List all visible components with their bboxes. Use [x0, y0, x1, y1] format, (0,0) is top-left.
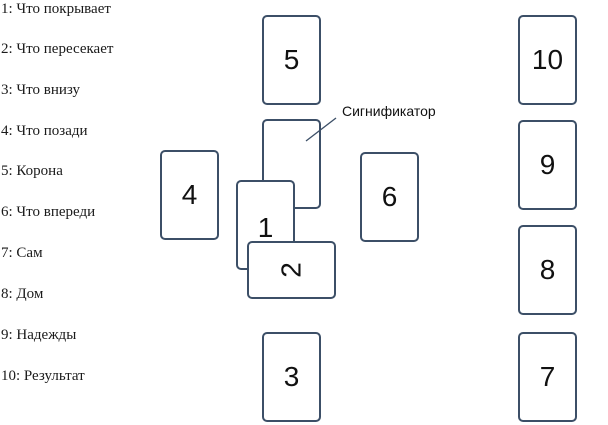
legend-item-4: 4: Что позади: [1, 123, 88, 139]
legend-item-10: 10: Результат: [1, 368, 85, 384]
card-2: 2: [247, 241, 336, 299]
card-3: 3: [262, 332, 321, 422]
card-10: 10: [518, 15, 577, 105]
card-7: 7: [518, 332, 577, 422]
card-5-number: 5: [283, 44, 300, 75]
legend-item-5: 5: Корона: [1, 163, 63, 179]
card-2-number: 2: [275, 262, 307, 278]
legend-item-6: 6: Что впереди: [1, 204, 96, 220]
card-6-number: 6: [381, 181, 398, 212]
card-5: 5: [262, 15, 321, 105]
legend-item-7: 7: Сам: [1, 245, 43, 261]
card-1-number: 1: [257, 212, 274, 243]
card-8: 8: [518, 225, 577, 315]
card-10-number: 10: [531, 44, 564, 75]
legend-item-8: 8: Дом: [1, 286, 44, 302]
legend-item-9: 9: Надежды: [1, 327, 77, 343]
signifier-label: Сигнификатор: [342, 103, 436, 119]
card-6: 6: [360, 152, 419, 242]
card-8-number: 8: [539, 254, 556, 285]
card-7-number: 7: [539, 361, 556, 392]
card-4: 4: [160, 150, 219, 240]
legend-item-2: 2: Что пересекает: [1, 41, 114, 57]
card-4-number: 4: [181, 179, 198, 210]
card-3-number: 3: [283, 361, 300, 392]
legend-item-1: 1: Что покрывает: [1, 1, 111, 17]
legend-item-3: 3: Что внизу: [1, 82, 81, 98]
card-9: 9: [518, 120, 577, 210]
card-9-number: 9: [539, 149, 556, 180]
